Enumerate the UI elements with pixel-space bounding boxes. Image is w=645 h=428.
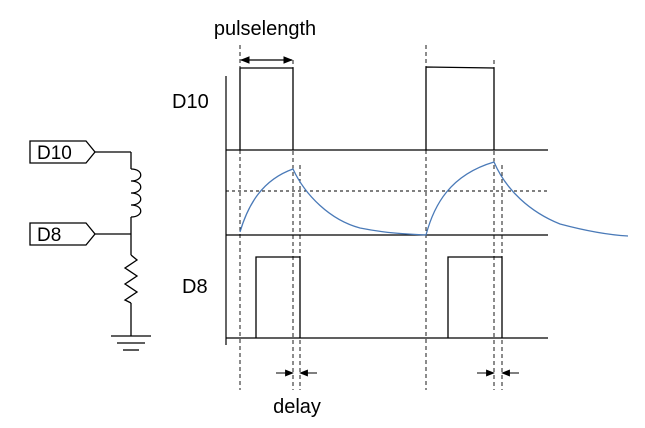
inductor-coil: [130, 168, 142, 218]
pulselength-label: pulselength: [214, 18, 316, 40]
pin-tag-d8: D8: [29, 222, 96, 246]
d8-pulse-2: [447, 256, 503, 338]
d10-pulse-2: [425, 66, 495, 150]
ground-symbol: [111, 335, 151, 351]
trace-label-d10: D10: [172, 91, 209, 113]
schematic: D10 D8: [29, 140, 151, 351]
pin-tag-d10: D10: [29, 140, 96, 164]
delay-markers: delay: [273, 369, 519, 418]
d10-pulse-1: [239, 67, 294, 150]
resistor: [123, 254, 139, 304]
pin-label-d10: D10: [37, 143, 72, 164]
pin-label-d8: D8: [37, 225, 61, 246]
current-curve: [239, 161, 629, 237]
d8-pulse-1: [255, 256, 301, 338]
d10-pulses: [239, 66, 495, 150]
delay-label: delay: [273, 396, 321, 418]
trace-label-d8: D8: [182, 276, 208, 298]
coil-current-curve: [239, 161, 629, 237]
timing-axes: [225, 76, 548, 345]
d8-pulses: [255, 256, 503, 338]
pulselength-dimension: pulselength: [214, 18, 316, 64]
